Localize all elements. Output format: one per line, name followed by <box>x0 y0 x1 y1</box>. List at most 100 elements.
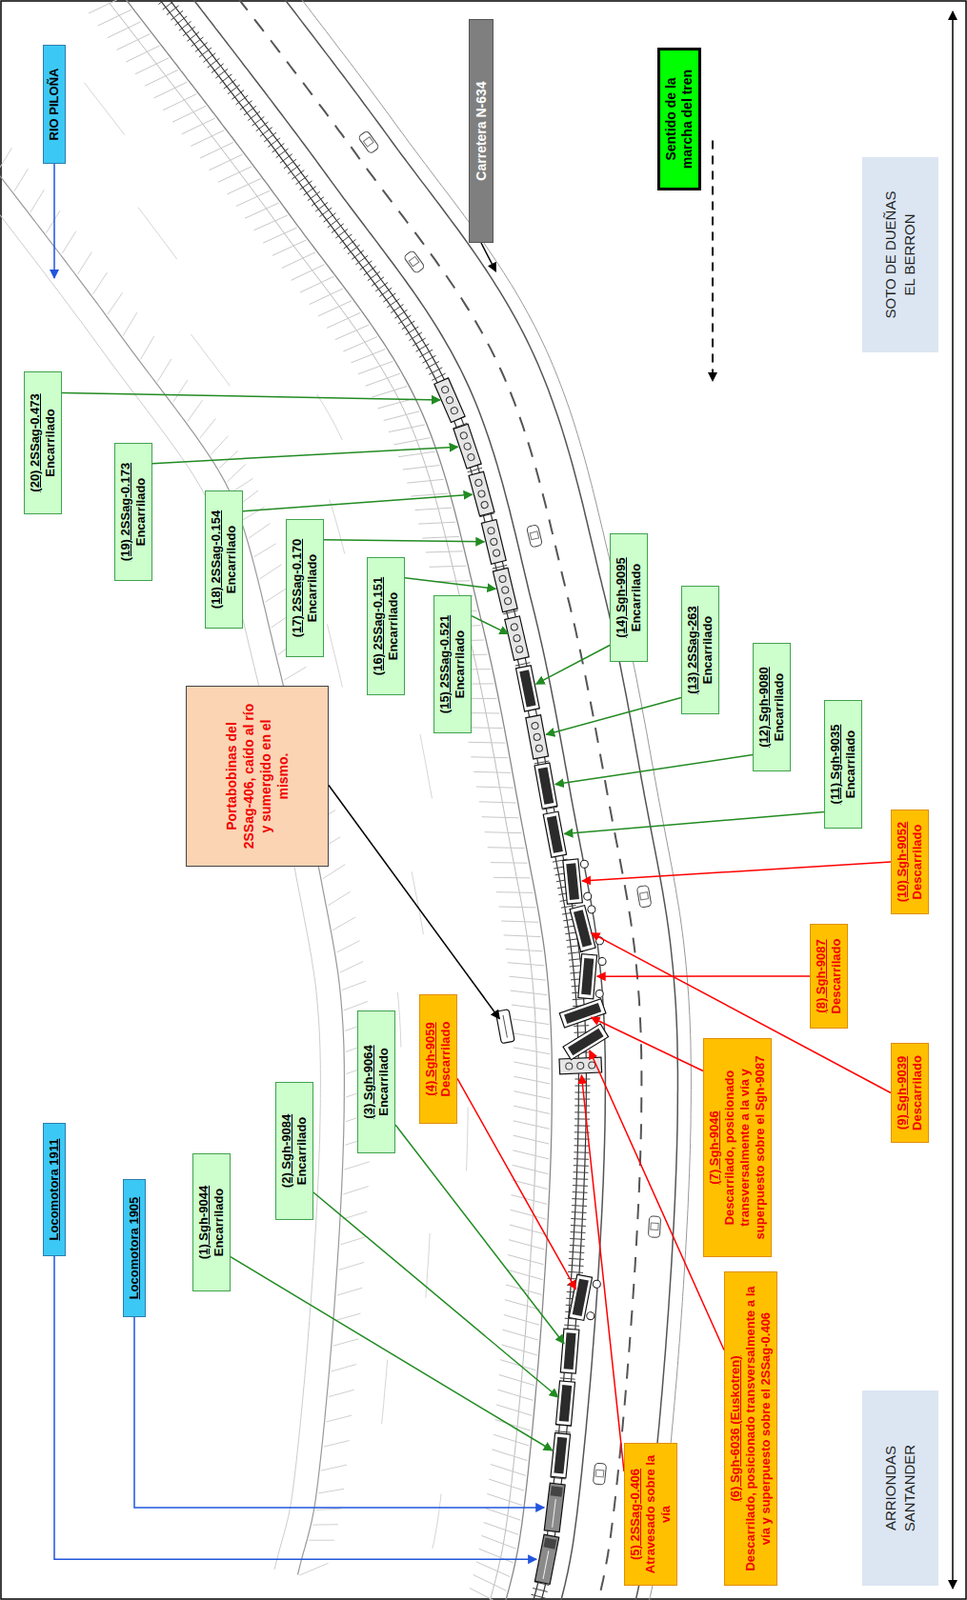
wagon-body <box>492 567 518 613</box>
bank-hatch <box>332 917 356 931</box>
wagon-body <box>534 763 558 809</box>
bank-hatch <box>141 336 155 361</box>
wheel <box>586 905 597 915</box>
sleeper <box>186 32 200 42</box>
container <box>564 1003 602 1025</box>
sleeper <box>252 117 265 127</box>
wagon-body <box>555 1381 575 1427</box>
sleeper <box>568 1251 585 1253</box>
wagon-callout: (14) Sgh-9095Encarrilado <box>609 533 648 663</box>
bank-hatch <box>365 373 401 386</box>
car-body <box>647 1216 661 1239</box>
callout-title: (9) Sgh-9039 <box>894 1049 910 1137</box>
wagon-body <box>559 1057 603 1075</box>
bank-hatch <box>512 1019 549 1026</box>
sleeper <box>247 111 261 121</box>
wagon-body <box>569 906 596 953</box>
sleeper <box>568 1258 585 1260</box>
sleeper <box>416 343 430 352</box>
callout-text: Encarrilado <box>771 649 787 766</box>
sleeper <box>402 321 415 330</box>
bank-hatch <box>507 1255 544 1266</box>
sleeper <box>555 1431 571 1434</box>
bank-hatch <box>226 463 245 483</box>
sleeper <box>574 1118 590 1120</box>
sleeper <box>355 255 368 265</box>
bank-hatch <box>326 1415 353 1423</box>
water-stroke <box>190 334 230 387</box>
bank-hatch <box>331 1365 358 1373</box>
leader-line <box>242 494 473 512</box>
derailed-callout: (7) Sgh-9046Descarrilado, posicionado tr… <box>703 1038 772 1258</box>
road-car <box>358 130 381 155</box>
wagon <box>534 1534 559 1585</box>
bank-hatch <box>476 786 514 788</box>
sleeper <box>363 266 377 277</box>
sleeper <box>347 244 361 255</box>
callout-text: Descarrilado <box>909 816 926 908</box>
bank-hatch <box>107 293 123 316</box>
bank-hatch <box>262 227 297 243</box>
car-window <box>529 531 539 541</box>
bank-hatch <box>468 742 506 745</box>
river-bank <box>109 2 538 1600</box>
coil <box>449 406 459 416</box>
wagon-body <box>468 471 495 517</box>
callout-title: SOTO DE DUEÑAS EL BERRON <box>881 185 920 324</box>
leader-line <box>536 645 610 685</box>
road-car <box>647 1216 661 1239</box>
container <box>581 958 594 996</box>
bank-hatch <box>318 1489 344 1494</box>
sleeper <box>574 1092 590 1094</box>
leader-line <box>152 446 459 464</box>
bank-hatch <box>318 301 352 317</box>
bank-hatch <box>92 272 107 295</box>
bank-hatch <box>484 832 523 834</box>
bank-hatch <box>78 252 93 275</box>
direction-label: Sentido de la marcha del tren <box>657 47 702 191</box>
bank-hatch <box>508 976 546 981</box>
river <box>0 0 552 1600</box>
leader-line <box>591 1017 704 1071</box>
sleeper <box>574 1105 590 1107</box>
bank-hatch <box>513 1106 550 1114</box>
bank-hatch <box>242 506 265 521</box>
sleeper <box>564 1325 580 1327</box>
coil <box>535 745 544 753</box>
bank-hatch <box>144 69 179 86</box>
sleeper <box>335 228 348 239</box>
coil <box>463 442 472 451</box>
bank-hatch <box>487 846 525 849</box>
bank-hatch <box>300 276 334 293</box>
coil <box>474 479 484 488</box>
bank-hatch <box>510 990 548 996</box>
road-centre-line <box>192 0 643 1600</box>
bank-hatch <box>482 817 520 819</box>
sleeper <box>572 1178 588 1181</box>
bank-hatch <box>505 949 544 952</box>
bank-hatch <box>200 141 234 159</box>
bank-hatch <box>490 1465 526 1477</box>
bank-hatch <box>316 1509 343 1511</box>
bank-hatch <box>181 118 216 135</box>
sleeper <box>203 53 217 63</box>
coil <box>530 722 539 730</box>
sleeper <box>240 100 253 111</box>
car-body <box>592 1463 606 1486</box>
bank-hatch <box>321 1465 347 1471</box>
wagon <box>543 811 566 858</box>
sleeper <box>569 1238 585 1241</box>
sleeper <box>386 299 400 308</box>
sleeper <box>296 175 309 185</box>
wagon-body <box>543 811 566 858</box>
bank-hatch <box>299 1563 328 1576</box>
wheel <box>592 1280 602 1290</box>
callout-text: Encarrilado <box>304 525 321 651</box>
container <box>565 863 580 901</box>
callout-title: (1) Sgh-9044 <box>196 1160 212 1286</box>
sleeper <box>331 223 344 234</box>
bank-hatch <box>513 1121 550 1129</box>
coil <box>486 526 495 535</box>
road-edge <box>163 0 606 1600</box>
